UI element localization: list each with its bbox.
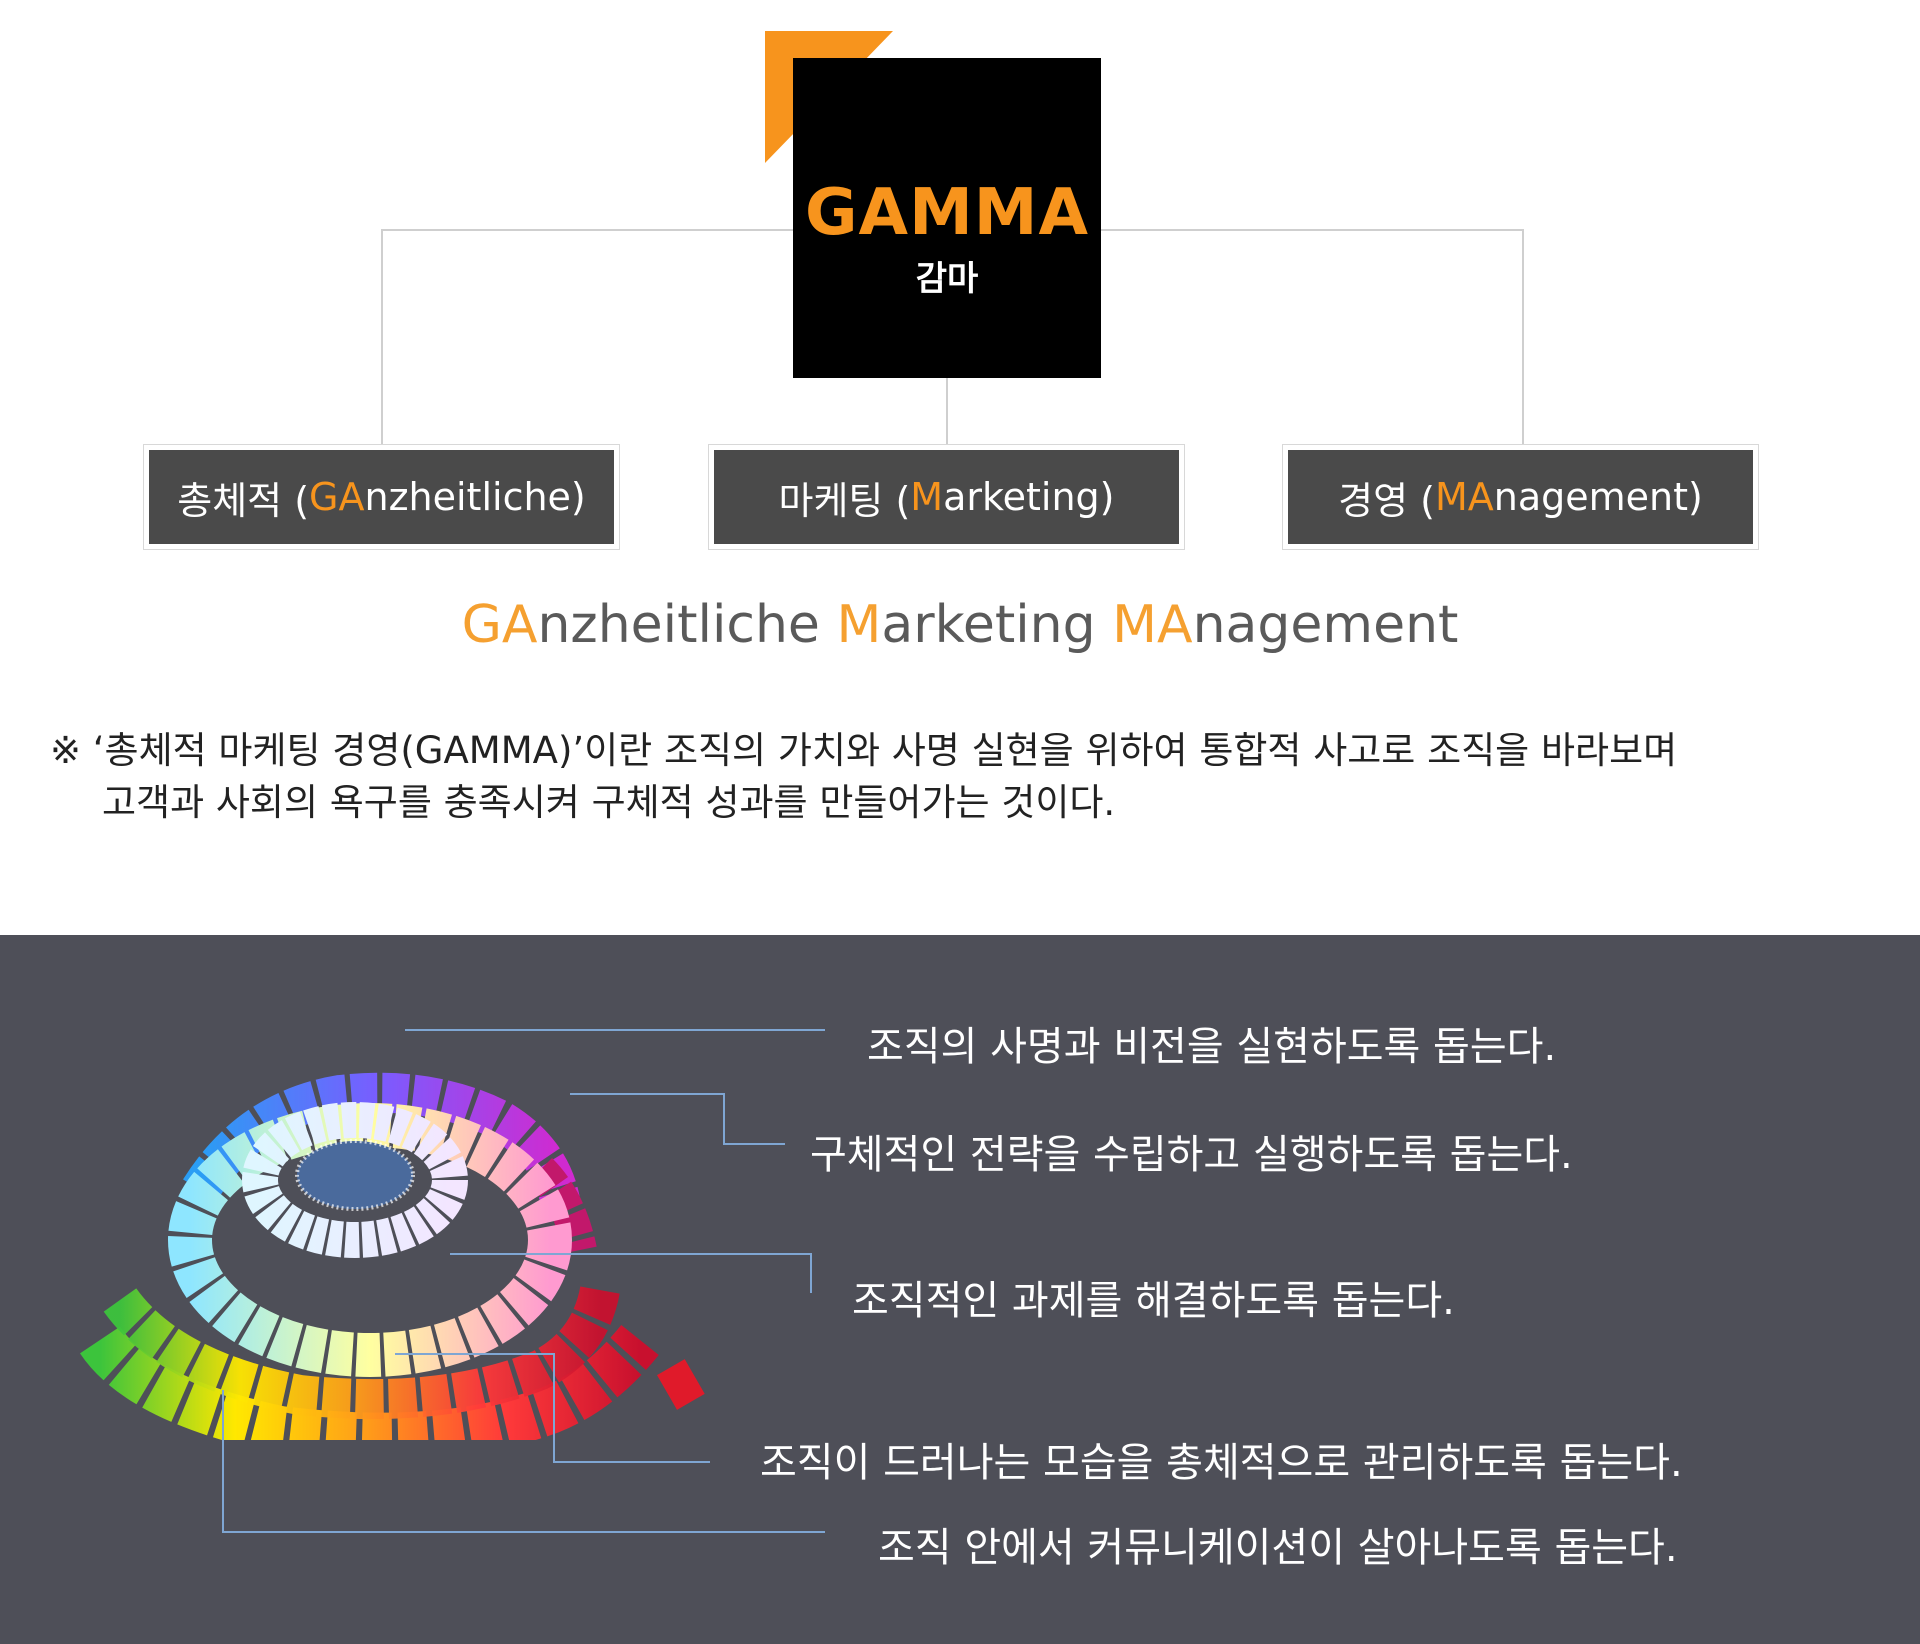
- concept-highlight: GA: [309, 475, 365, 519]
- connector-left-v: [381, 229, 383, 444]
- tagline-highlight: GA: [461, 595, 538, 655]
- benefit-text-4: 조직이 드러나는 모습을 총체적으로 관리하도록 돕는다.: [760, 1440, 1683, 1486]
- leader-line-5-h: [222, 1531, 825, 1533]
- leader-line-1-h: [405, 1029, 825, 1031]
- connector-center-v: [946, 378, 948, 444]
- benefit-text-5: 조직 안에서 커뮤니케이션이 살아나도록 돕는다.: [878, 1525, 1678, 1571]
- leader-line-2-h1: [570, 1093, 725, 1095]
- color-wheel-illustration: [80, 1072, 705, 1440]
- benefits-section: [0, 935, 1920, 1644]
- gamma-logo: GAMMA 감마: [793, 58, 1101, 378]
- tagline-text: arketing: [881, 595, 1113, 655]
- note-line-2: 고객과 사회의 욕구를 충족시켜 구체적 성과를 만들어가는 것이다.: [102, 781, 1116, 824]
- connector-left-h: [382, 229, 794, 231]
- concept-label: 총체적 (: [177, 478, 310, 523]
- tagline-highlight: M: [836, 595, 882, 655]
- connector-right-v: [1522, 229, 1524, 444]
- tagline-text: nagement: [1192, 595, 1459, 655]
- leader-line-3-v: [810, 1253, 812, 1293]
- tagline-highlight: MA: [1112, 595, 1193, 655]
- leader-line-4-v: [553, 1353, 555, 1463]
- benefit-text-2: 구체적인 전략을 수립하고 실행하도록 돕는다.: [810, 1132, 1573, 1178]
- benefit-text-3: 조직적인 과제를 해결하도록 돕는다.: [852, 1278, 1455, 1324]
- leader-line-2-h2: [723, 1143, 785, 1145]
- connector-right-h: [1100, 229, 1524, 231]
- benefit-text-1: 조직의 사명과 비전을 실현하도록 돕는다.: [867, 1024, 1557, 1070]
- concept-label: 경영 (: [1338, 478, 1435, 523]
- concept-highlight: MA: [1434, 475, 1494, 519]
- concept-label: 마케팅 (: [778, 478, 911, 523]
- note-line-1: ※ ‘총체적 마케팅 경영(GAMMA)’이란 조직의 가치와 사명 실현을 위…: [50, 729, 1678, 772]
- leader-line-4-h2: [553, 1461, 710, 1463]
- leader-line-4-h1: [395, 1353, 555, 1355]
- definition-note: ※ ‘총체적 마케팅 경영(GAMMA)’이란 조직의 가치와 사명 실현을 위…: [50, 725, 1677, 829]
- leader-line-3-h: [450, 1253, 812, 1255]
- leader-line-5-v: [222, 1390, 224, 1532]
- tagline: GAnzheitliche Marketing MAnagement: [0, 595, 1920, 655]
- tagline-text: nzheitliche: [537, 595, 837, 655]
- logo-title: GAMMA: [805, 176, 1089, 250]
- concept-rest: nzheitliche): [364, 475, 586, 519]
- logo-subtitle: 감마: [915, 259, 979, 299]
- concept-highlight: M: [910, 475, 944, 519]
- concept-rest: nagement): [1493, 475, 1703, 519]
- leader-line-2-v: [723, 1093, 725, 1145]
- concept-rest: arketing): [943, 475, 1115, 519]
